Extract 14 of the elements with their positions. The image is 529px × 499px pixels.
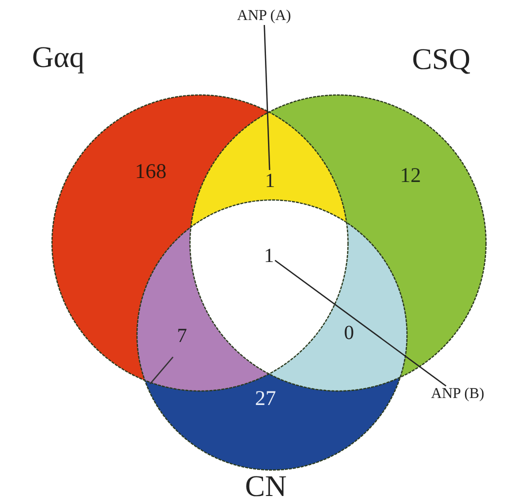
leader-line xyxy=(274,260,446,387)
callout-label: ANP (A) xyxy=(236,8,292,25)
set-name: CN xyxy=(245,472,287,499)
count-number: 168 xyxy=(135,161,166,182)
count-number: 1 xyxy=(263,245,275,267)
count-number: 7 xyxy=(176,325,188,347)
set-name: CSQ xyxy=(412,45,470,75)
count-number: 27 xyxy=(255,388,276,409)
count-number: 1 xyxy=(264,170,276,192)
count-number: 0 xyxy=(343,322,355,344)
set-name: Gαq xyxy=(32,43,84,73)
count-number: 12 xyxy=(400,165,421,186)
leader-line xyxy=(264,24,270,170)
callout-label: ANP (B) xyxy=(430,386,486,403)
